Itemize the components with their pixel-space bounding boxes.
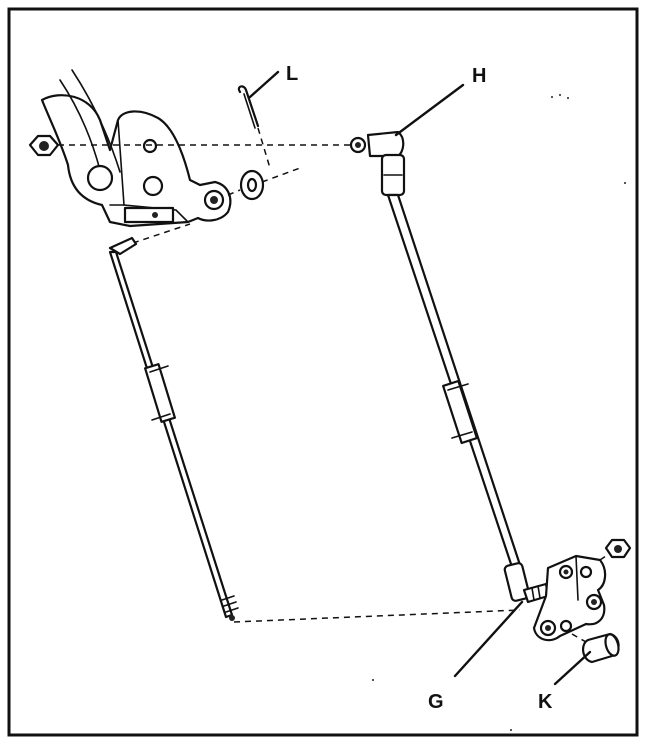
leader-line-K [553,650,592,686]
scan-specks [372,94,626,731]
callout-label-L: L [286,63,298,85]
callout-label-G: G [428,691,444,713]
leader-line-H [394,83,465,137]
left-hex-nut [28,134,60,157]
cotter-pin [237,85,260,129]
leader-line-G [453,600,524,678]
washer [239,169,265,201]
leader-line-L [248,70,280,99]
callout-label-H: H [472,65,486,87]
callout-label-K: K [538,691,553,713]
leader-lines [248,70,592,686]
diagram-frame [7,7,639,737]
left-adjusting-rod [108,236,239,621]
lower-lever-assembly [532,538,632,664]
upper-mounting-bracket [40,69,232,228]
right-adjusting-rod [349,130,550,604]
